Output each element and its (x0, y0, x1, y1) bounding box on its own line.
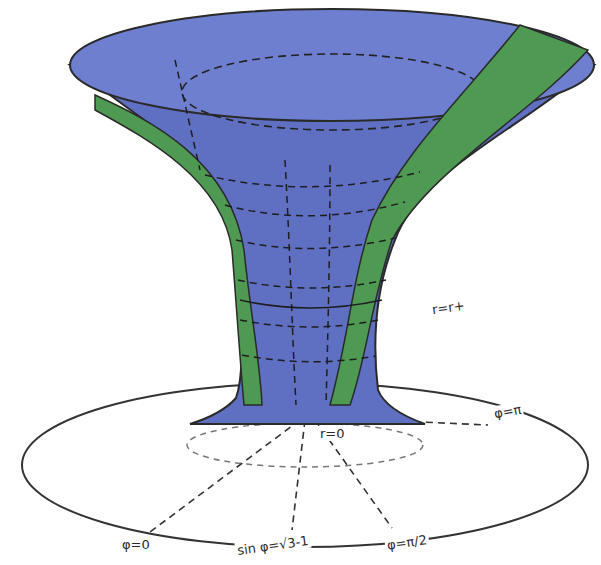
grid-lines (175, 60, 420, 405)
hidden-circle (187, 423, 423, 467)
inner-circle (182, 54, 482, 130)
green-band (95, 95, 262, 405)
horizon-line (240, 300, 382, 308)
axis-label: r=0 (318, 426, 347, 441)
axis-label: φ=0 (120, 537, 152, 552)
radial-lines (150, 418, 488, 532)
axis-label: r=r+ (429, 298, 467, 318)
green-band (330, 25, 588, 405)
